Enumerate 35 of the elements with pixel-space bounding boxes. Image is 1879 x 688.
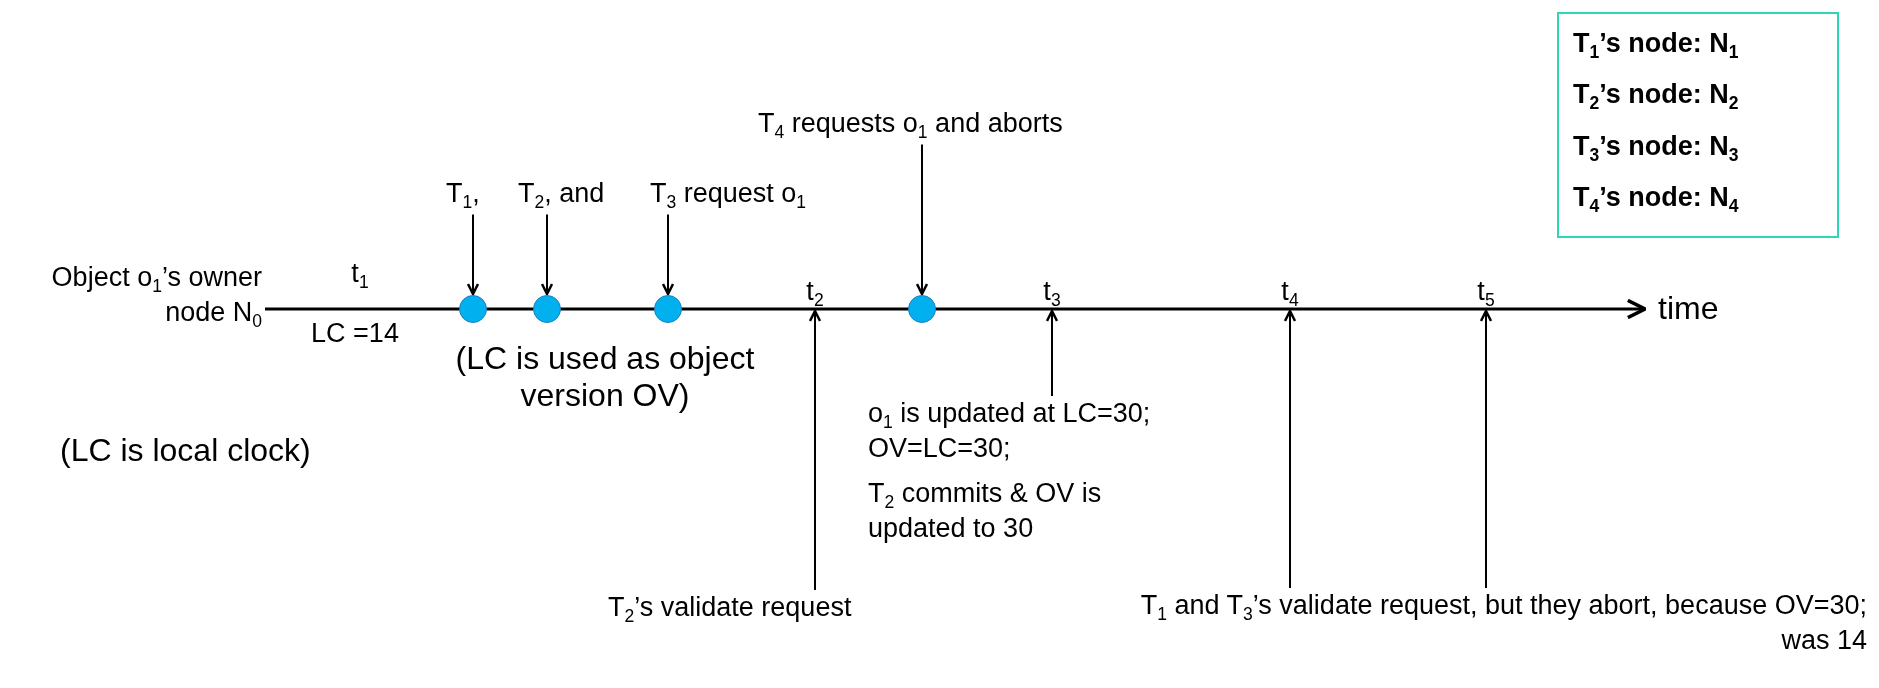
object-owner-label: Object o$_{1}$’s owner node N$_{0}$ <box>50 262 262 332</box>
key-entry: T$_{4}$’s node: N$_{4}$ <box>1573 181 1740 219</box>
arrow <box>808 309 822 591</box>
time-mark-label: t$_{5}$ <box>1466 275 1506 317</box>
event-note: T$_{2}$ commits & OV is updated to 30 <box>868 478 1103 544</box>
arrow <box>540 213 554 296</box>
time-mark-label: t$_{4}$ <box>1270 275 1310 317</box>
event-caption: T$_{3}$ request o$_{1}$ <box>650 178 890 213</box>
arrow <box>1283 309 1297 589</box>
time-mark-label: t$_{1}$ <box>350 258 370 293</box>
time-mark-label: t$_{2}$ <box>795 275 835 317</box>
event-caption: T$_{1}$ and T$_{3}$’s validate request, but they abort, because OV=30; was 14 <box>1140 590 1867 656</box>
event-dot <box>654 295 682 323</box>
clock-value-label: LC =14 <box>310 318 400 350</box>
event-caption: T$_{1}$, <box>446 178 506 213</box>
key-entry: T$_{1}$’s node: N$_{1}$ <box>1573 27 1740 65</box>
arrow <box>1479 309 1493 589</box>
event-dot <box>908 295 936 323</box>
event-caption: T$_{2}$, and <box>518 178 643 213</box>
axis-label: time <box>1658 290 1720 327</box>
event-note: o$_{1}$ is updated at LC=30; OV=LC=30; <box>868 398 1158 464</box>
arrow <box>661 213 675 296</box>
time-mark-label: t$_{3}$ <box>1032 275 1072 317</box>
key-entry: T$_{2}$’s node: N$_{2}$ <box>1573 78 1740 116</box>
arrow <box>466 213 480 296</box>
note-text: (LC is used as object version OV) <box>454 340 756 414</box>
event-caption: T$_{2}$’s validate request <box>608 592 968 627</box>
node-key-box <box>1557 12 1839 238</box>
arrow <box>915 143 929 296</box>
event-caption: T$_{4}$ requests o$_{1}$ and aborts <box>758 108 1188 143</box>
key-entry: T$_{3}$’s node: N$_{3}$ <box>1573 129 1740 168</box>
arrow <box>1045 309 1059 397</box>
note-text: (LC is local clock) <box>60 432 312 469</box>
event-dot <box>533 295 561 323</box>
event-dot <box>459 295 487 323</box>
